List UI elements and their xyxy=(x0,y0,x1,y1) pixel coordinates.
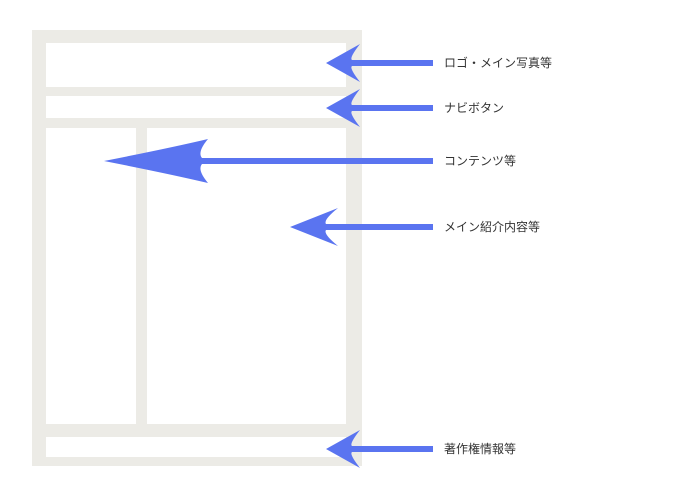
header-label: ロゴ・メイン写真等 xyxy=(444,56,553,70)
main-label: メイン紹介内容等 xyxy=(444,220,541,234)
main-region xyxy=(147,128,346,424)
header-region xyxy=(46,43,346,87)
sidebar-region xyxy=(46,128,136,424)
main-arrow xyxy=(290,208,433,246)
sidebar-arrow xyxy=(104,139,433,183)
footer-label: 著作権情報等 xyxy=(444,442,517,456)
header-arrow xyxy=(326,44,433,82)
nav-region xyxy=(46,96,346,118)
footer-arrow xyxy=(326,430,433,468)
footer-region xyxy=(46,437,346,457)
nav-label: ナビボタン xyxy=(444,101,505,115)
sidebar-label: コンテンツ等 xyxy=(444,154,517,168)
nav-arrow xyxy=(326,89,433,127)
